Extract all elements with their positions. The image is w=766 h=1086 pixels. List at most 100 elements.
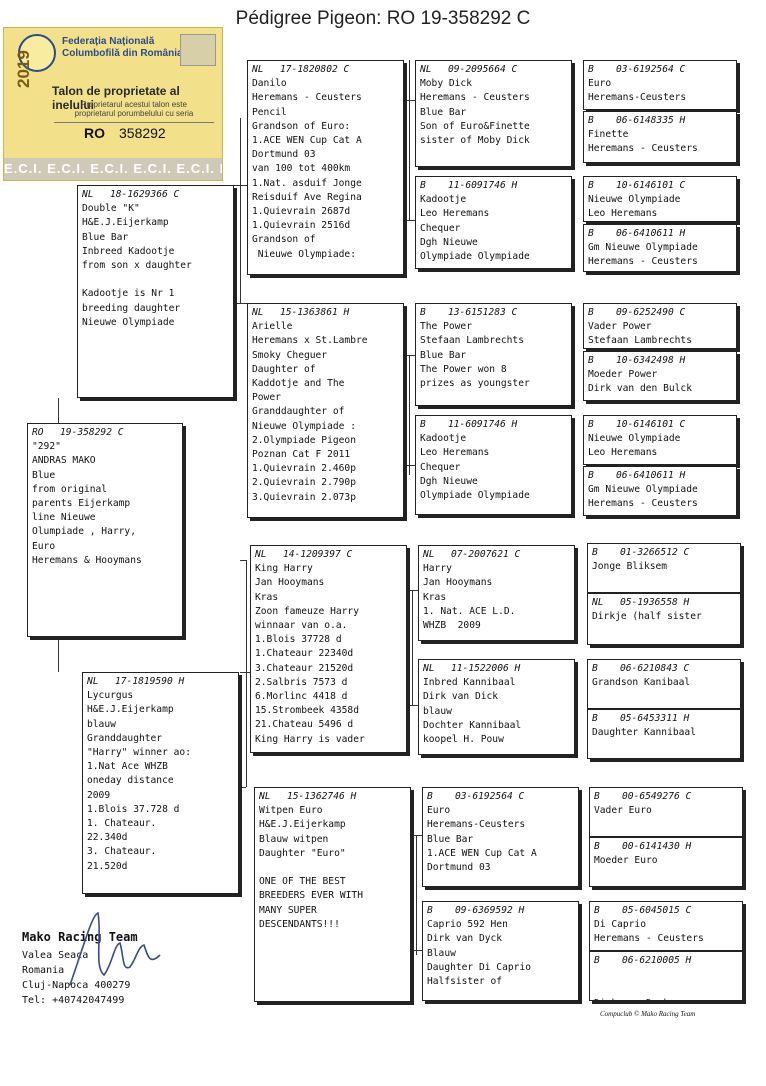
ring-number: 18-1629366 (110, 189, 168, 200)
pigeon-info-line: 2009 (87, 789, 111, 801)
country-code: B (594, 841, 600, 852)
sex: H (518, 905, 525, 916)
page-title: Pédigree Pigeon: RO 19-358292 C (235, 8, 531, 29)
signature-icon (69, 911, 161, 986)
pigeon-info-line: Heremans - Ceusters (252, 92, 362, 104)
pigeon-info-line: "292" (32, 441, 61, 453)
pigeon-info-line: 21.520d (87, 860, 128, 872)
pigeon-info-line: Euro (427, 805, 451, 817)
pigeon-info-line: Daughter Di Caprio (427, 961, 531, 973)
pigeon-info-line: Vader Power (588, 321, 652, 333)
pigeon-info-line: Heremans-Ceusters (427, 819, 526, 831)
pigeon-info-line: Grandson of (252, 234, 316, 246)
pigeon-info-line: King Harry is vader (255, 733, 365, 745)
ring-number: 06-6410611 (616, 228, 674, 239)
pigeon-info-line: Blue Bar (82, 231, 129, 243)
pigeon-info-line: Gm Nieuwe Olympiade (588, 242, 698, 254)
pigeon-info-line: H&E.J.Eijerkamp (259, 819, 346, 831)
address-line: Cluj-Napoca 400279 (22, 980, 131, 991)
pigeon-info-line: Dgh Nieuwe (420, 475, 478, 487)
connector-line (240, 118, 241, 303)
pigeon-info-line: Daughter "Euro" (259, 847, 346, 859)
country-code: B (427, 905, 433, 916)
connector-line (234, 303, 247, 304)
pigeon-info-line: Zoon fameuze Harry (255, 605, 359, 617)
ring-number: 11-6091746 (448, 180, 506, 191)
sex: H (178, 676, 185, 687)
pigeon-info-line: 2.Olympiade Pigeon (252, 434, 356, 446)
country-code: B (594, 791, 600, 802)
ring-number: 13-6151283 (448, 307, 506, 318)
pigeon-info-line: Harry (423, 563, 452, 575)
pigeon-info-line: Arielle (252, 321, 293, 333)
sex: H (343, 307, 350, 318)
pigeon-info-line: 6.Morlinc 4418 d (255, 691, 348, 703)
sex: C (685, 905, 692, 916)
pigeon-info-line: Nieuwe Olympiade (588, 194, 681, 206)
pigeon-info-line: 3.Chateaur 21520d (255, 662, 354, 674)
country-code: NL (252, 307, 264, 318)
ring-number: 00-6549276 (622, 791, 680, 802)
pigeon-info-line: Stefaan Lambrechts (420, 335, 524, 347)
ring-number: 05-6453311 (620, 713, 678, 724)
pigeon-info-line (82, 273, 229, 287)
pigeon-info-line: 2.Quievrain 2.790p (252, 477, 356, 489)
pigeon-info-line: Nieuwe Olympiade (588, 433, 681, 445)
ring-number: 06-6410611 (616, 470, 674, 481)
pigeon-info-line: Euro (32, 540, 56, 552)
pigeon-info-line: Di Caprio (594, 919, 646, 931)
sex: H (679, 115, 686, 126)
pigeon-info-line: koopel H. Pouw (423, 734, 504, 746)
country-code: B (588, 228, 594, 239)
sex: C (511, 64, 518, 75)
ring-number: 03-6192564 (455, 791, 513, 802)
pigeon-info-line: H&E.J.Eijerkamp (82, 217, 169, 229)
pigeon-info-line: 1.Quievrain 2516d (252, 220, 351, 232)
pigeon-info-line: Dochter Kannibaal (423, 719, 522, 731)
pigeon-info-line: Pencil (252, 106, 287, 118)
pigeon-info-line: Leo Heremans (588, 208, 658, 220)
sex: H (683, 597, 690, 608)
sex: C (679, 64, 686, 75)
pigeon-info-line: 1.ACE WEN Cup Cat A (427, 847, 537, 859)
pigeon-info-line: Blue Bar (420, 106, 467, 118)
country-code: NL (87, 676, 99, 687)
pigeon-info-line: winnaar van o.a. (255, 620, 348, 632)
emblem-icon (180, 34, 216, 66)
connector-line (58, 398, 59, 423)
pigeon-info-line: ONE OF THE BEST (259, 876, 346, 888)
pigeon-info-line (594, 982, 738, 996)
pigeon-info-line: Euro (588, 78, 612, 90)
eci-stripe: E.C.I. E.C.I. E.C.I. E.C.I. E.C.I. E.C.I… (4, 158, 222, 180)
pigeon-info-line: from original (32, 483, 108, 495)
pigeon-info-line: Caprio 592 Hen (427, 919, 508, 931)
country-code: B (588, 419, 594, 430)
pigeon-info-line: H&E.J.Eijerkamp (87, 704, 174, 716)
pigeon-info-line: Blue (32, 469, 56, 481)
ring-number: 10-6146101 (616, 419, 674, 430)
pigeon-info-line: prizes as youngster (420, 378, 530, 390)
sex: C (679, 419, 686, 430)
sex: H (679, 355, 686, 366)
ring-number: 10-6146101 (616, 180, 674, 191)
pigeon-info-line: Kadootje is Nr 1 (82, 288, 175, 300)
